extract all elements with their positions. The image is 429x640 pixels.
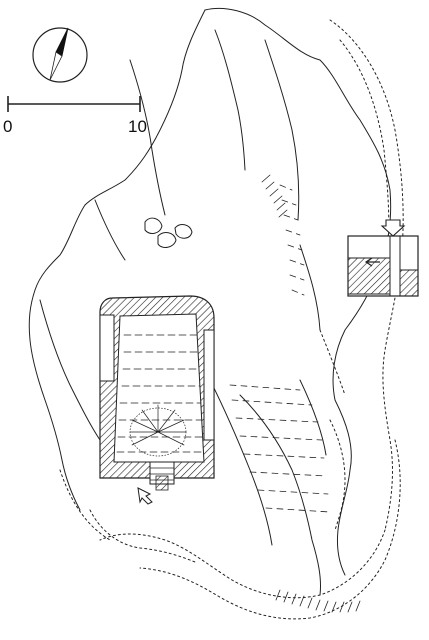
building-plan	[99, 295, 215, 505]
building-floor-dashes	[116, 334, 204, 453]
scale-bar	[7, 96, 141, 112]
building-rock-boss	[129, 404, 187, 457]
rock-outcrop-outline	[28, 7, 392, 596]
building-west-wall-gap	[99, 314, 115, 382]
entrance-arrow-icon	[137, 487, 153, 505]
rock-ledge-dashes	[229, 184, 331, 513]
building-east-wall-gap	[203, 329, 215, 441]
compass-north-arrow-icon	[32, 27, 88, 83]
building-inner-room	[113, 313, 205, 463]
scale-end-label: 10	[128, 117, 147, 136]
structure-entrance-arrow-icon	[380, 219, 406, 237]
small-structure-plan	[347, 219, 419, 297]
building-entrance-steps	[149, 461, 175, 491]
scale-start-label: 0	[3, 117, 13, 136]
slope-hachures	[261, 174, 361, 613]
boulders	[144, 217, 193, 248]
